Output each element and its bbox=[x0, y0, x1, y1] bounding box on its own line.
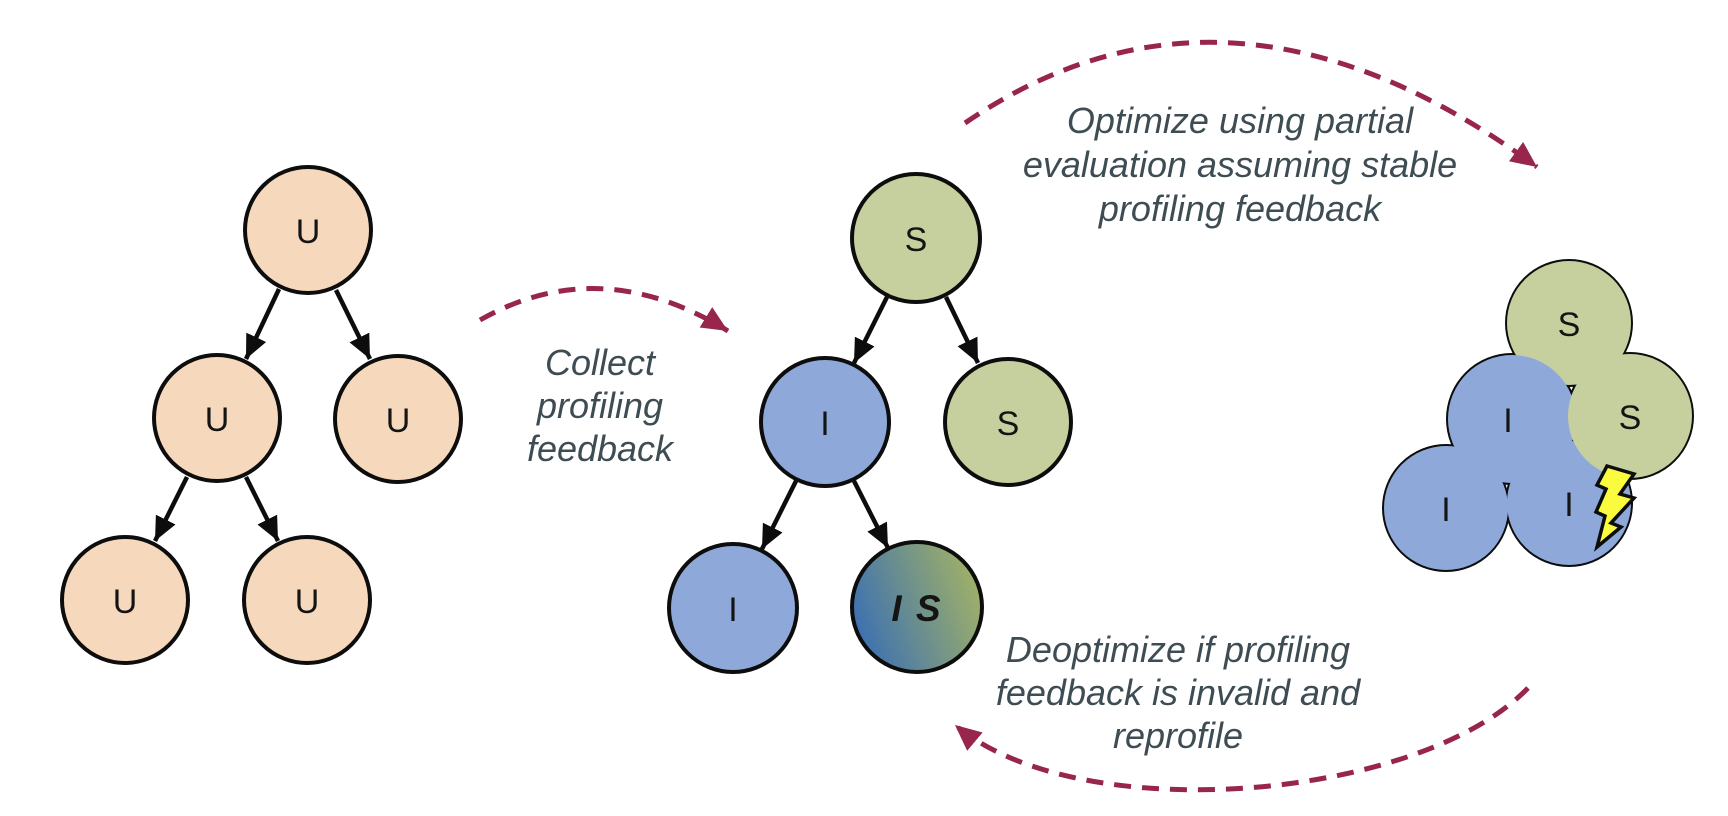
optimize-label: Optimize using partial evaluation assumi… bbox=[1023, 100, 1457, 229]
edge-arrow bbox=[152, 475, 190, 543]
edge-arrow bbox=[851, 479, 891, 550]
tree-node-circle bbox=[333, 354, 463, 484]
edge-arrow bbox=[759, 479, 799, 551]
unoptimized-tree: U U U U U bbox=[60, 165, 463, 665]
cluster-circle-fill bbox=[1568, 354, 1692, 478]
deoptimize-label-line: Deoptimize if profiling bbox=[1006, 629, 1350, 670]
node-label: I bbox=[1503, 402, 1512, 440]
optimize-label-line: profiling feedback bbox=[1098, 188, 1383, 229]
tree-node-circle bbox=[242, 535, 372, 665]
optimized-code-cluster: S I S I I bbox=[1382, 259, 1694, 572]
node-label: U bbox=[295, 583, 320, 621]
node-label: I bbox=[1441, 491, 1450, 529]
tree-node-circle bbox=[667, 542, 799, 674]
edge-arrow bbox=[851, 295, 890, 365]
collect-profiling-arrow bbox=[478, 286, 730, 334]
cluster-circle-fill bbox=[1384, 446, 1508, 570]
node-label: U bbox=[386, 402, 411, 440]
deoptimize-label: Deoptimize if profiling feedback is inva… bbox=[996, 629, 1361, 756]
tree-node-circle-gradient bbox=[850, 540, 984, 674]
node-label: I bbox=[820, 405, 829, 443]
deoptimize-label-line: feedback is invalid and bbox=[996, 672, 1361, 713]
deoptimize-label-line: reprofile bbox=[1113, 715, 1243, 756]
tree-node-circle bbox=[943, 357, 1073, 487]
node-label: S bbox=[905, 221, 928, 259]
node-label: U bbox=[113, 583, 138, 621]
deoptimize-arrow bbox=[953, 686, 1530, 793]
cluster-circle-fill bbox=[1507, 261, 1631, 385]
tree-node-circle bbox=[759, 356, 891, 488]
optimize-arrow bbox=[963, 39, 1539, 170]
node-label: U bbox=[205, 401, 230, 439]
node-label: S bbox=[1619, 399, 1642, 437]
profiled-tree: S I S I I S bbox=[667, 172, 1073, 674]
tree-node-circle bbox=[60, 535, 190, 665]
collect-label-line: Collect bbox=[545, 342, 657, 383]
optimize-label-line: evaluation assuming stable bbox=[1023, 144, 1457, 185]
node-label: I S bbox=[891, 588, 942, 629]
optimize-label-line: Optimize using partial bbox=[1067, 100, 1414, 141]
node-label: I bbox=[728, 591, 737, 629]
edge-arrow bbox=[943, 296, 981, 364]
node-label: I bbox=[1564, 486, 1573, 524]
collect-label-line: profiling bbox=[536, 385, 663, 426]
lightning-bolt-icon bbox=[1593, 463, 1638, 552]
tree-node-circle bbox=[243, 165, 373, 295]
node-label: S bbox=[1558, 306, 1581, 344]
node-label: S bbox=[997, 405, 1020, 443]
tree-node-circle bbox=[152, 353, 282, 483]
collect-label-line: feedback bbox=[527, 428, 675, 469]
edge-arrow bbox=[333, 289, 373, 360]
edge-arrow bbox=[243, 475, 281, 543]
collect-label: Collect profiling feedback bbox=[527, 342, 675, 469]
edge-arrow bbox=[243, 288, 282, 360]
tree-node-circle bbox=[850, 172, 982, 304]
node-label: U bbox=[296, 213, 321, 251]
